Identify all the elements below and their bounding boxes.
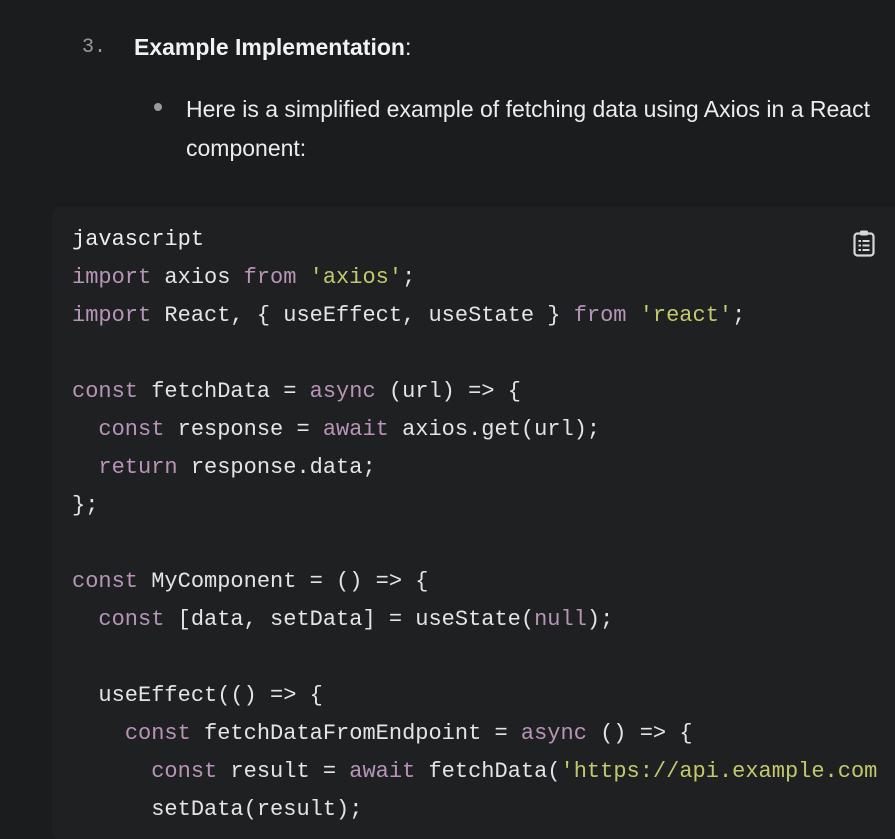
code-keyword: const xyxy=(98,607,165,632)
code-language-label: javascript xyxy=(72,227,205,252)
section-title-text: Example Implementation xyxy=(134,34,405,60)
code-keyword: const xyxy=(72,379,139,404)
code-text xyxy=(72,721,125,746)
code-keyword: import xyxy=(72,265,152,290)
code-line xyxy=(72,525,895,563)
code-line: const response = await axios.get(url); xyxy=(72,411,895,449)
code-text: fetchDataFromEndpoint = xyxy=(190,721,521,746)
code-keyword: const xyxy=(151,759,218,784)
code-line xyxy=(72,639,895,677)
code-string: 'https://api.example.com xyxy=(560,759,878,784)
code-line xyxy=(72,335,895,373)
code-string: 'react' xyxy=(639,303,733,328)
code-text: [data, setData] = useState( xyxy=(164,607,535,632)
code-keyword: null xyxy=(534,607,587,632)
code-keyword: const xyxy=(124,721,191,746)
code-text: () => { xyxy=(586,721,693,746)
code-text xyxy=(72,759,151,784)
code-text xyxy=(72,455,98,480)
code-text: fetchData( xyxy=(415,759,561,784)
code-line: const MyComponent = () => { xyxy=(72,563,895,601)
code-keyword: async xyxy=(309,379,376,404)
copy-code-button[interactable] xyxy=(852,229,876,257)
code-text: ; xyxy=(402,265,416,290)
clipboard-icon xyxy=(853,230,875,257)
code-text: ); xyxy=(586,607,614,632)
code-line: const [data, setData] = useState(null); xyxy=(72,601,895,639)
code-text xyxy=(627,303,640,328)
code-keyword: const xyxy=(98,417,165,442)
code-keyword: await xyxy=(322,417,389,442)
code-content: import axios from 'axios';import React, … xyxy=(72,259,895,829)
code-text: response.data; xyxy=(177,455,376,480)
code-text: }; xyxy=(72,493,99,518)
code-line: const result = await fetchData('https://… xyxy=(72,753,895,791)
code-line: import axios from 'axios'; xyxy=(72,259,895,297)
code-text xyxy=(72,607,98,632)
code-text xyxy=(296,265,309,290)
code-keyword: from xyxy=(243,265,297,290)
section-title: Example Implementation: xyxy=(134,34,411,61)
code-keyword: return xyxy=(98,455,178,480)
code-keyword: async xyxy=(520,721,587,746)
code-text: MyComponent = () => { xyxy=(138,569,429,594)
code-keyword: const xyxy=(72,569,139,594)
code-line: const fetchData = async (url) => { xyxy=(72,373,895,411)
code-line: const fetchDataFromEndpoint = async () =… xyxy=(72,715,895,753)
code-text xyxy=(72,417,98,442)
code-text: useEffect(() => { xyxy=(72,683,323,708)
code-line: useEffect(() => { xyxy=(72,677,895,715)
code-line: return response.data; xyxy=(72,449,895,487)
list-number: 3. xyxy=(82,36,107,59)
section-title-colon: : xyxy=(404,34,412,60)
code-text: fetchData = xyxy=(138,379,310,404)
bullet-text: Here is a simplified example of fetching… xyxy=(186,96,870,161)
code-line: setData(result); xyxy=(72,791,895,829)
code-text: axios xyxy=(151,265,244,290)
code-text: result = xyxy=(217,759,350,784)
code-keyword: await xyxy=(349,759,416,784)
code-text: ; xyxy=(732,303,746,328)
bullet-icon xyxy=(154,103,162,111)
code-text: setData(result); xyxy=(72,797,363,822)
code-text: React, { useEffect, useState } xyxy=(151,303,574,328)
code-line: import React, { useEffect, useState } fr… xyxy=(72,297,895,335)
code-text: response = xyxy=(164,417,323,442)
code-text: (url) => { xyxy=(375,379,521,404)
code-text: axios.get(url); xyxy=(388,417,601,442)
code-keyword: import xyxy=(72,303,152,328)
code-keyword: from xyxy=(573,303,627,328)
code-block: javascript import axios from 'axios';imp… xyxy=(52,207,895,839)
code-string: 'axios' xyxy=(309,265,403,290)
code-line: }; xyxy=(72,487,895,525)
